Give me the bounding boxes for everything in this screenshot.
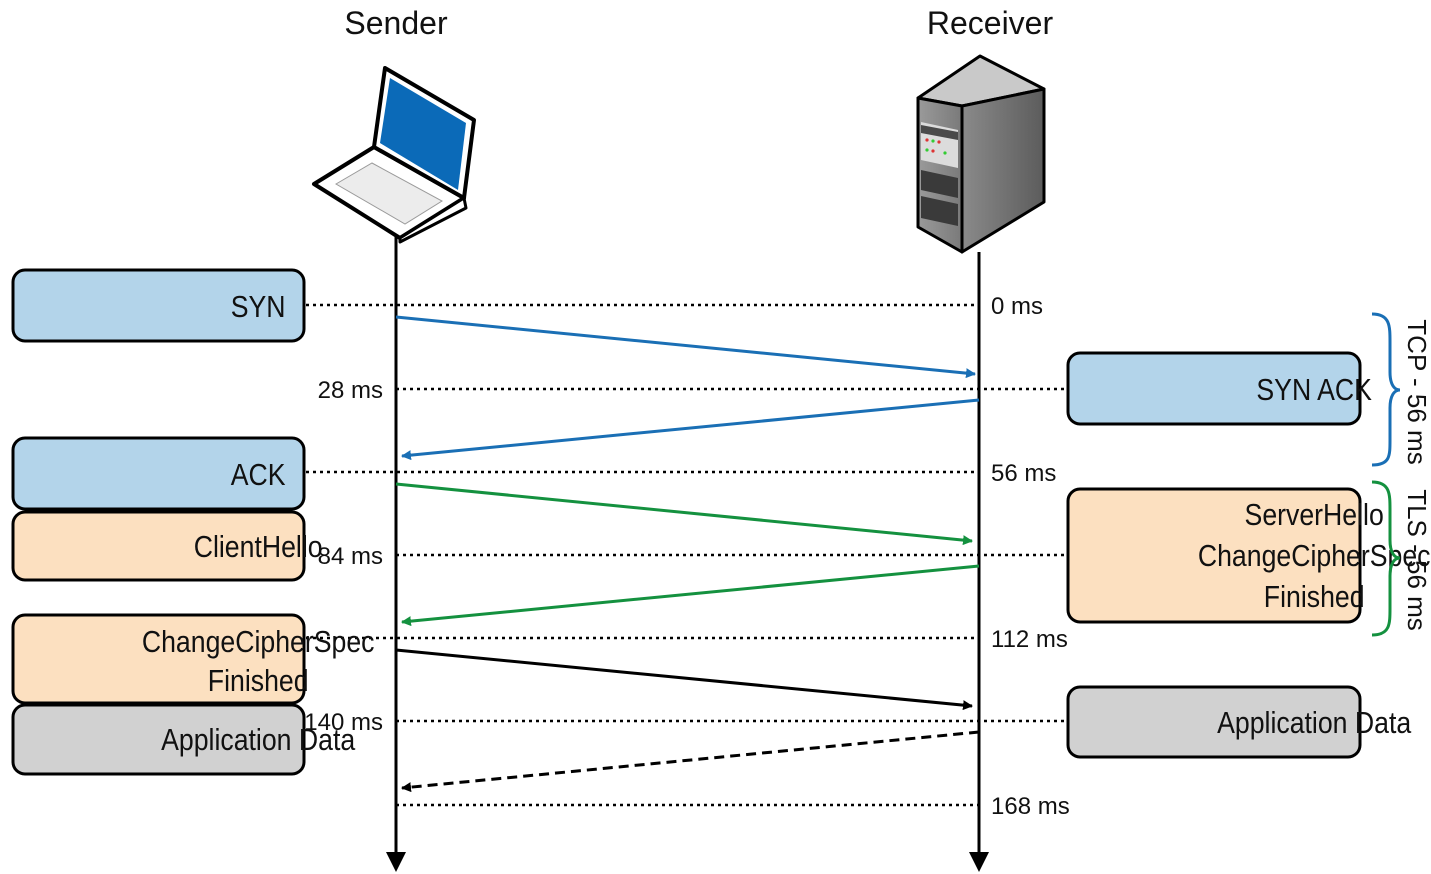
time-label-28ms: 28 ms xyxy=(318,377,383,404)
server-hello-label: ServerHello xyxy=(1245,498,1384,532)
client-finished-box: ChangeCipherSpec Finished xyxy=(11,613,375,705)
syn-label: SYN xyxy=(231,290,286,324)
server-hello-arrow xyxy=(401,564,980,627)
client-finished-arrow xyxy=(395,648,973,711)
syn-box: SYN xyxy=(11,268,306,343)
client-application-data-label: Application Data xyxy=(161,723,356,757)
syn-ack-label: SYN ACK xyxy=(1256,373,1372,407)
client-hello-arrow xyxy=(395,482,973,546)
time-label-84ms: 84 ms xyxy=(318,543,383,570)
application-data-response-arrow xyxy=(401,730,980,793)
server-application-data-label: Application Data xyxy=(1217,706,1412,740)
server-icon xyxy=(916,54,1046,254)
sender-lifeline-arrowhead xyxy=(386,852,406,872)
time-label-0ms: 0 ms xyxy=(991,293,1043,320)
client-finished-label: Finished xyxy=(208,664,309,698)
ack-box: ACK xyxy=(11,436,306,511)
tcp-brace xyxy=(1371,312,1401,467)
time-label-140ms: 140 ms xyxy=(304,709,383,736)
sender-heading: Sender xyxy=(344,5,448,41)
time-label-56ms: 56 ms xyxy=(991,460,1056,487)
client-hello-box: ClientHello xyxy=(11,510,323,582)
time-label-112ms: 112 ms xyxy=(991,626,1068,653)
server-finished-label: Finished xyxy=(1264,580,1365,614)
client-application-data-box: Application Data xyxy=(11,703,356,776)
client-ccs-label: ChangeCipherSpec xyxy=(142,625,375,659)
tls-phase-label: TLS - 56 ms xyxy=(1402,489,1431,631)
server-application-data-box: Application Data xyxy=(1066,685,1412,759)
tls-brace xyxy=(1371,480,1401,637)
syn-ack-box: SYN ACK xyxy=(1066,351,1372,426)
laptop-icon xyxy=(312,66,476,244)
tcp-phase-label: TCP - 56 ms xyxy=(1402,319,1431,464)
receiver-heading: Receiver xyxy=(927,5,1054,41)
ack-label: ACK xyxy=(231,458,286,492)
time-label-168ms: 168 ms xyxy=(991,793,1070,820)
client-hello-label: ClientHello xyxy=(194,530,323,564)
receiver-lifeline-arrowhead xyxy=(969,852,989,872)
syn-ack-arrow xyxy=(401,398,980,461)
syn-arrow xyxy=(395,315,976,379)
server-hello-box: ServerHello ChangeCipherSpec Finished xyxy=(1066,487,1430,624)
time-grid xyxy=(306,303,1066,807)
